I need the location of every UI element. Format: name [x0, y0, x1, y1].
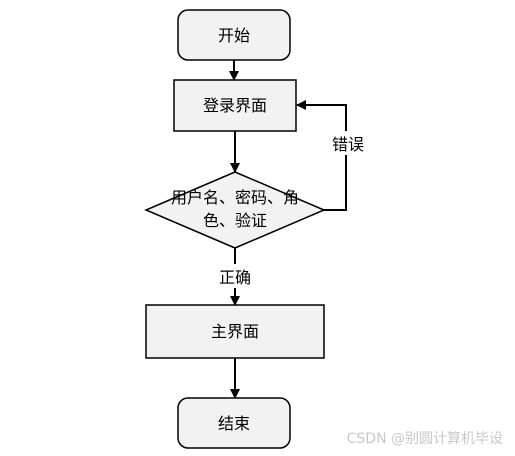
end-node[interactable] — [177, 397, 291, 449]
start-node-label: 开始 — [218, 26, 250, 45]
credential-check-decision[interactable] — [144, 171, 326, 249]
login-node[interactable] — [173, 79, 297, 132]
decision-label-line2: 色、验证 — [203, 211, 267, 230]
login-node-label: 登录界面 — [203, 96, 267, 115]
main-node[interactable] — [145, 304, 325, 359]
decision-label-line1: 用户名、密码、角 — [171, 188, 299, 207]
edge-error-label: 错误 — [332, 135, 364, 154]
main-node-label: 主界面 — [211, 322, 259, 341]
watermark: CSDN @别圆计算机毕设 — [346, 431, 503, 447]
end-node-label: 结束 — [218, 414, 250, 433]
ok-label-bg — [214, 264, 256, 288]
edge-ok-label: 正确 — [219, 268, 251, 287]
edge-error-loop — [296, 100, 347, 211]
error-label-bg — [328, 131, 368, 155]
